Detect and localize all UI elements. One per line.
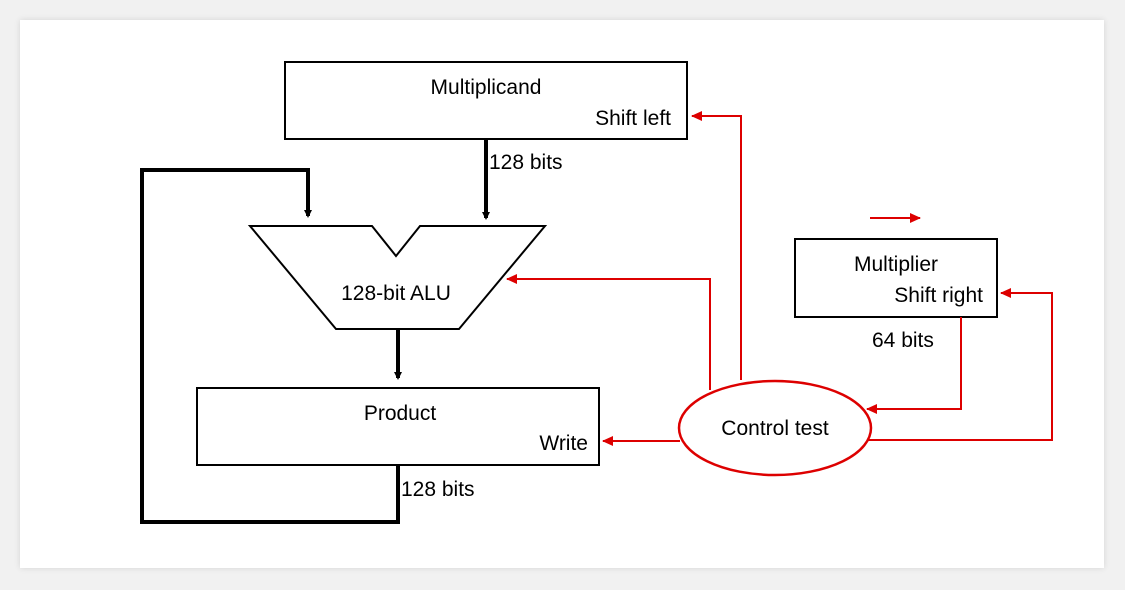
control-test-label: Control test: [721, 417, 829, 440]
datapath: Multiplicand Shift left 128 bits 128-bit…: [140, 61, 998, 524]
control-to-multiplicand-signal: [691, 111, 742, 380]
multiplier-bus-width: 64 bits: [872, 329, 934, 352]
control-to-alu-signal: [506, 274, 711, 390]
product-feedback-bus: [140, 168, 400, 524]
alu-label: 128-bit ALU: [341, 282, 451, 305]
multiplicand-label: Multiplicand: [431, 76, 542, 99]
product-op-label: Write: [539, 432, 588, 455]
multiplier-op-label: Shift right: [894, 284, 983, 307]
control-to-multiplier-signal: [868, 288, 1053, 441]
product-bus-width: 128 bits: [401, 478, 475, 501]
product-label: Product: [364, 402, 437, 425]
multiplier-to-control-signal: [866, 317, 962, 414]
multiplicand-op-label: Shift left: [595, 107, 671, 130]
multiplicand-bus-width: 128 bits: [489, 151, 563, 174]
multiplicand-register: [284, 61, 688, 140]
multiplier-register: [794, 238, 998, 318]
alu-shape: [247, 225, 548, 330]
control-paths: Control test: [506, 111, 1053, 477]
multiplier-label: Multiplier: [854, 253, 938, 276]
control-test-ellipse: [677, 379, 873, 477]
